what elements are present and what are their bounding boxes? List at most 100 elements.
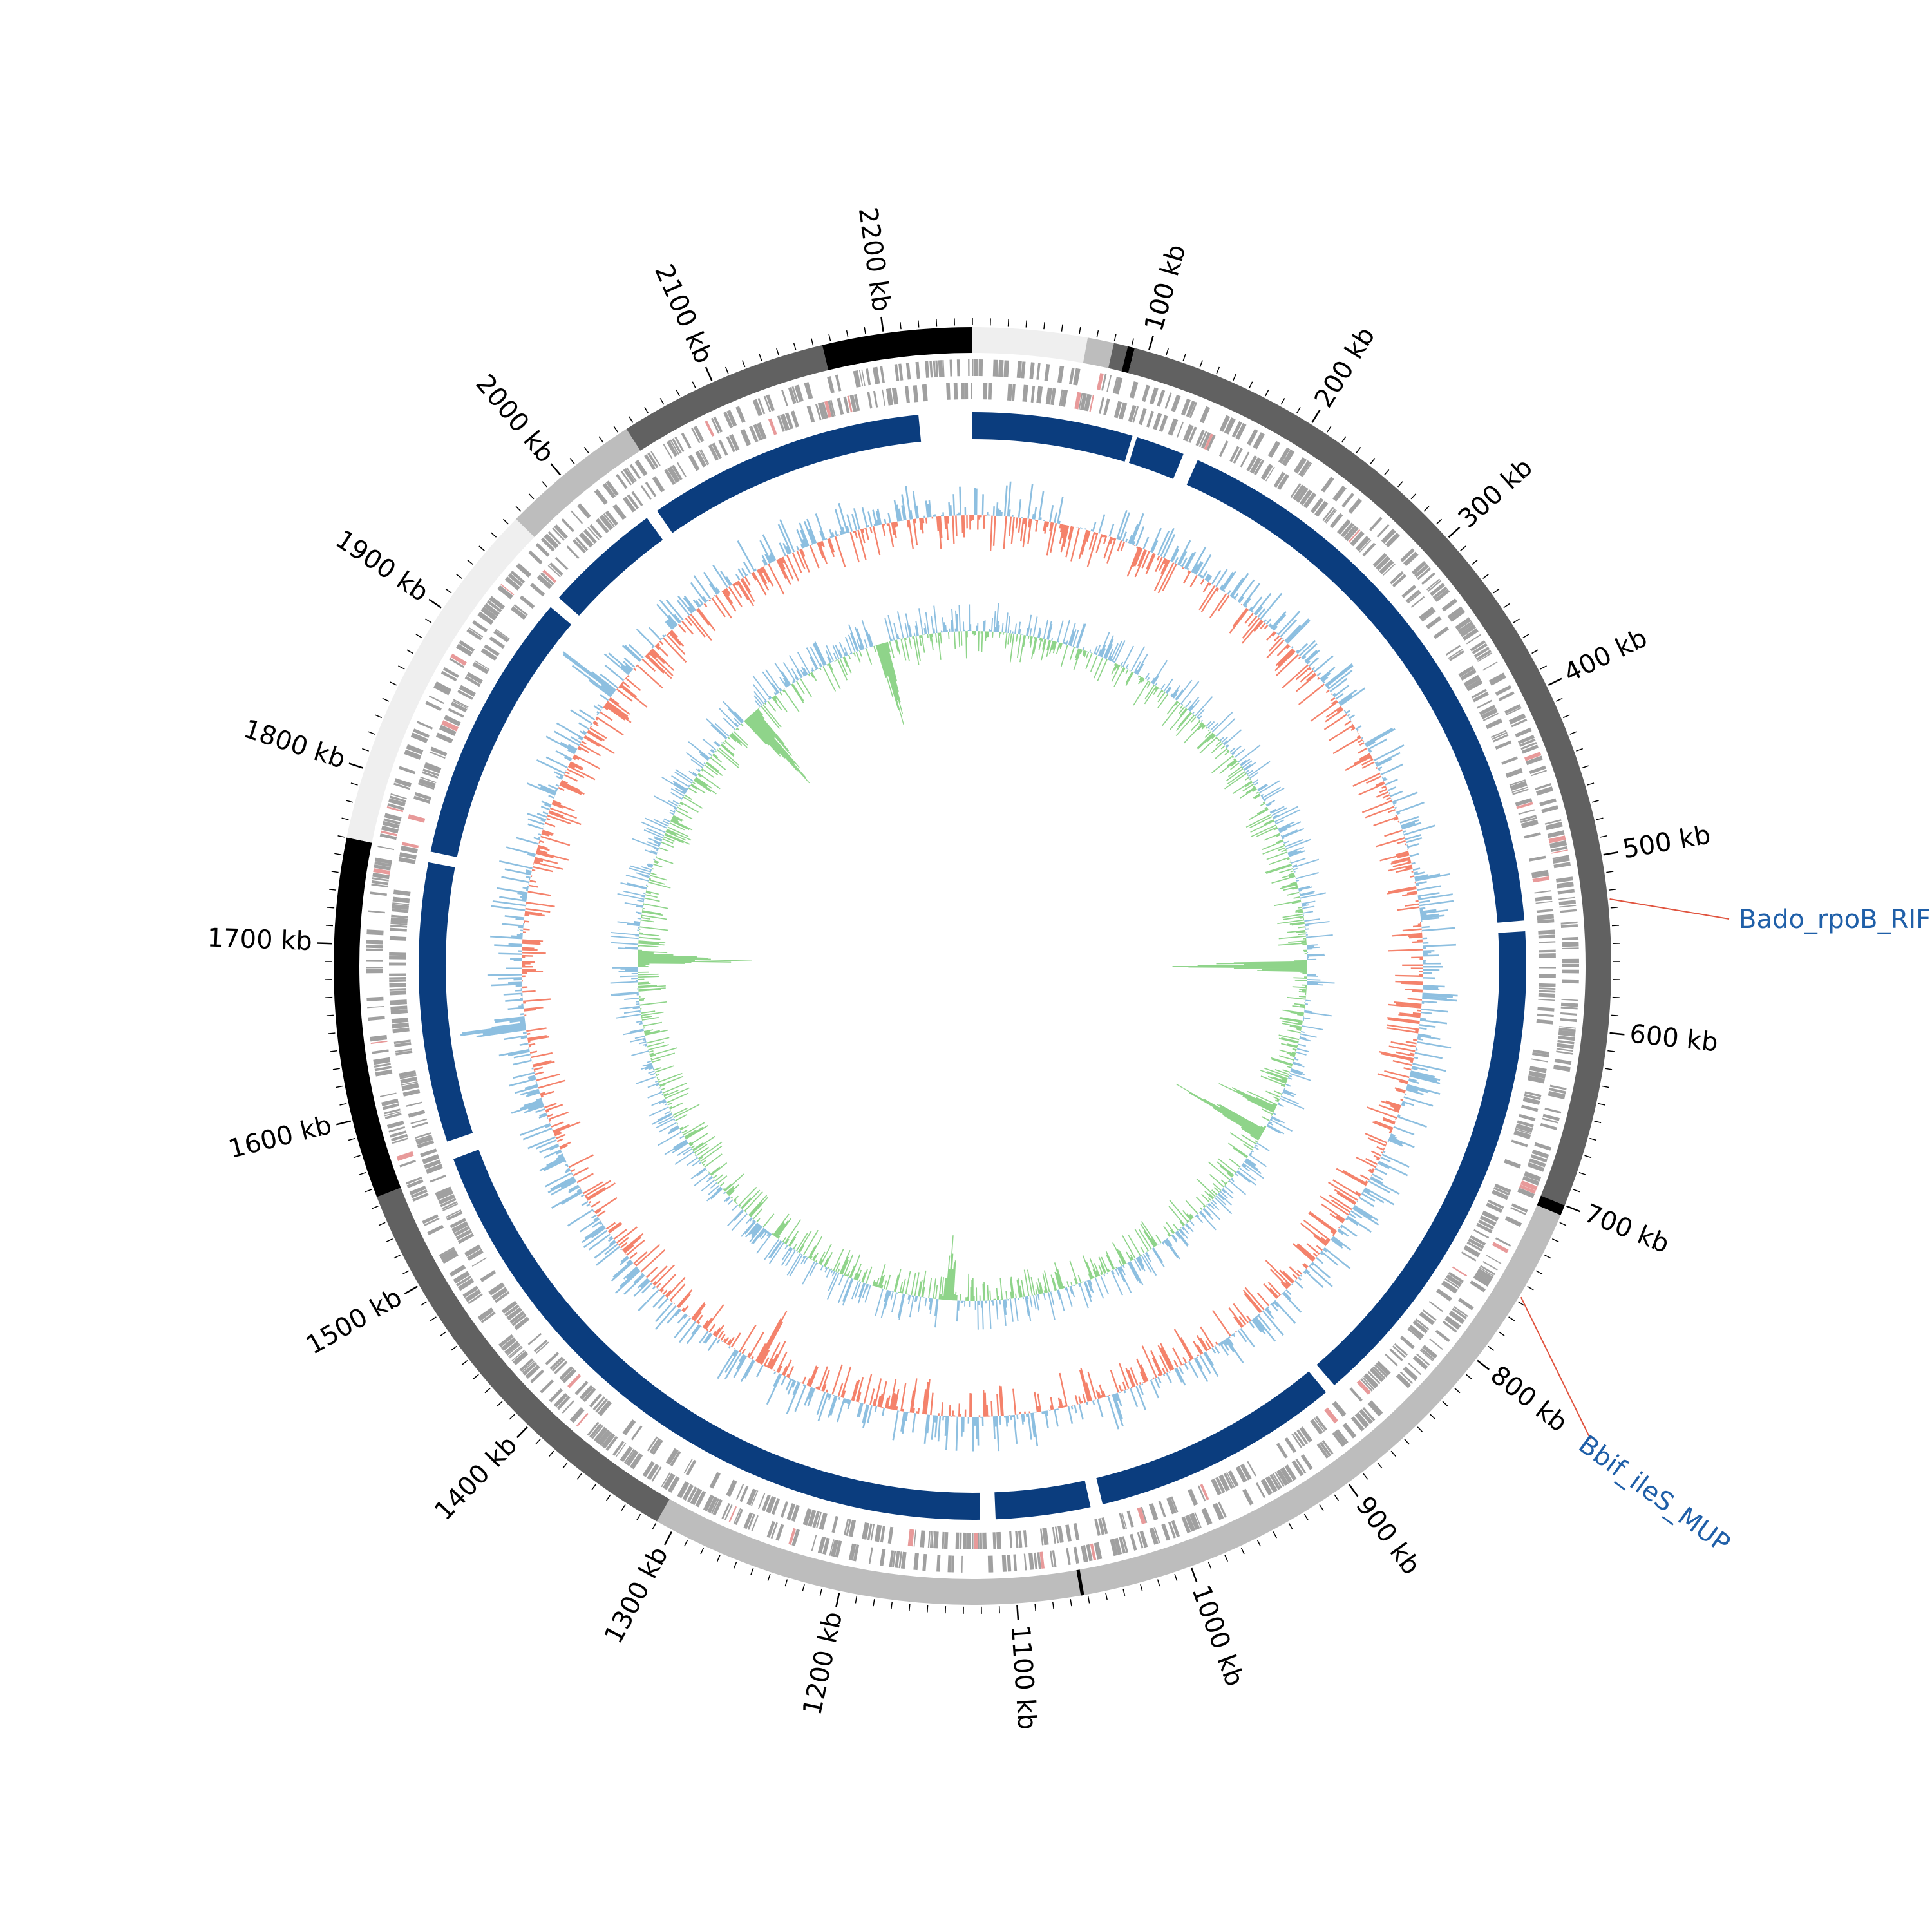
homology-block bbox=[994, 1481, 1091, 1520]
tick-label: 400 kb bbox=[1559, 623, 1652, 688]
major-tick bbox=[1348, 1484, 1359, 1497]
major-tick bbox=[1016, 1605, 1019, 1620]
minor-tick bbox=[337, 835, 345, 838]
major-tick bbox=[550, 463, 562, 476]
minor-tick bbox=[398, 665, 405, 670]
minor-tick bbox=[325, 925, 334, 927]
minor-tick bbox=[1410, 493, 1417, 500]
minor-tick bbox=[1608, 889, 1616, 891]
minor-tick bbox=[802, 1584, 805, 1592]
major-tick bbox=[516, 1426, 528, 1439]
minor-tick bbox=[828, 334, 831, 341]
minor-tick bbox=[375, 714, 383, 719]
minor-tick bbox=[1573, 1189, 1580, 1193]
major-tick bbox=[835, 1592, 840, 1608]
minor-tick bbox=[621, 1504, 626, 1511]
minor-tick bbox=[406, 649, 413, 654]
minor-tick bbox=[1105, 1593, 1108, 1600]
minor-tick bbox=[1460, 545, 1466, 551]
minor-tick bbox=[445, 588, 452, 594]
tick-label: 200 kb bbox=[1309, 322, 1381, 413]
major-tick bbox=[1477, 1359, 1490, 1370]
minor-tick bbox=[1555, 697, 1563, 702]
homology-ring bbox=[419, 412, 1526, 1520]
tick-label: 2000 kb bbox=[470, 369, 560, 468]
minor-tick bbox=[1488, 1345, 1495, 1351]
minor-tick bbox=[1436, 518, 1443, 525]
minor-tick bbox=[793, 343, 797, 350]
minor-tick bbox=[328, 889, 337, 891]
major-tick bbox=[1448, 526, 1461, 538]
major-tick bbox=[1548, 677, 1562, 686]
major-tick bbox=[880, 316, 884, 332]
minor-tick bbox=[362, 748, 369, 752]
minor-tick bbox=[484, 1387, 491, 1394]
minor-tick bbox=[365, 1189, 372, 1193]
tick-label: 800 kb bbox=[1485, 1360, 1573, 1438]
tick-label: 500 kb bbox=[1620, 820, 1713, 864]
minor-tick bbox=[1466, 1374, 1472, 1379]
minor-tick bbox=[1377, 1462, 1383, 1469]
minor-tick bbox=[1334, 1494, 1339, 1501]
minor-tick bbox=[1052, 1602, 1054, 1609]
minor-tick bbox=[390, 681, 397, 686]
minor-tick bbox=[1174, 1573, 1178, 1581]
minor-tick bbox=[733, 1561, 737, 1569]
minor-tick bbox=[652, 1522, 657, 1530]
homology-block bbox=[972, 412, 1133, 462]
tick-label: 2100 kb bbox=[649, 260, 718, 368]
minor-tick bbox=[1454, 1387, 1461, 1394]
minor-tick bbox=[1531, 649, 1539, 654]
minor-tick bbox=[717, 1555, 721, 1562]
minor-tick bbox=[1397, 481, 1403, 488]
minor-tick bbox=[1280, 398, 1285, 405]
minor-tick bbox=[382, 697, 390, 702]
annotation-layer: Bado_rpoB_RIF Bbif_ileS_MUP bbox=[1520, 898, 1931, 1558]
minor-tick bbox=[1383, 469, 1390, 476]
minor-tick bbox=[1594, 1120, 1602, 1124]
tick-label: 1100 kb bbox=[1005, 1624, 1042, 1731]
minor-tick bbox=[502, 518, 509, 525]
minor-tick bbox=[328, 1032, 336, 1034]
minor-tick bbox=[1273, 1531, 1277, 1539]
minor-tick bbox=[1562, 714, 1570, 719]
minor-tick bbox=[331, 871, 339, 873]
minor-tick bbox=[1527, 1285, 1534, 1291]
tick-label: 100 kb bbox=[1139, 242, 1192, 335]
tick-label: 300 kb bbox=[1453, 453, 1539, 534]
minor-tick bbox=[1356, 447, 1361, 453]
minor-tick bbox=[1240, 1547, 1245, 1555]
minor-tick bbox=[542, 481, 547, 488]
homology-block bbox=[558, 518, 663, 616]
minor-tick bbox=[644, 406, 649, 414]
minor-tick bbox=[684, 1539, 688, 1547]
minor-tick bbox=[1493, 588, 1500, 594]
minor-tick bbox=[918, 320, 920, 328]
major-tick bbox=[663, 1531, 672, 1546]
minor-tick bbox=[1596, 817, 1604, 820]
contig-segment bbox=[626, 345, 829, 451]
minor-tick bbox=[334, 853, 342, 855]
minor-tick bbox=[420, 1301, 427, 1306]
homology-block bbox=[453, 1150, 981, 1520]
minor-tick bbox=[549, 1450, 554, 1457]
tick-label: 600 kb bbox=[1628, 1019, 1719, 1057]
minor-tick bbox=[855, 1596, 858, 1604]
minor-tick bbox=[1296, 406, 1301, 414]
minor-tick bbox=[528, 493, 535, 500]
minor-tick bbox=[864, 327, 866, 335]
minor-tick bbox=[1569, 731, 1577, 735]
minor-tick bbox=[1611, 1014, 1619, 1016]
minor-tick bbox=[1551, 1238, 1559, 1243]
minor-tick bbox=[576, 1473, 582, 1480]
minor-tick bbox=[1482, 574, 1489, 580]
minor-tick bbox=[535, 1439, 541, 1445]
minor-tick bbox=[891, 1602, 893, 1609]
contig-segment bbox=[822, 327, 972, 370]
minor-tick bbox=[1576, 748, 1583, 752]
homology-block bbox=[1316, 931, 1526, 1386]
minor-tick bbox=[700, 1547, 705, 1555]
minor-tick bbox=[336, 1085, 343, 1088]
minor-tick bbox=[873, 1599, 875, 1607]
minor-tick bbox=[1584, 1155, 1592, 1159]
